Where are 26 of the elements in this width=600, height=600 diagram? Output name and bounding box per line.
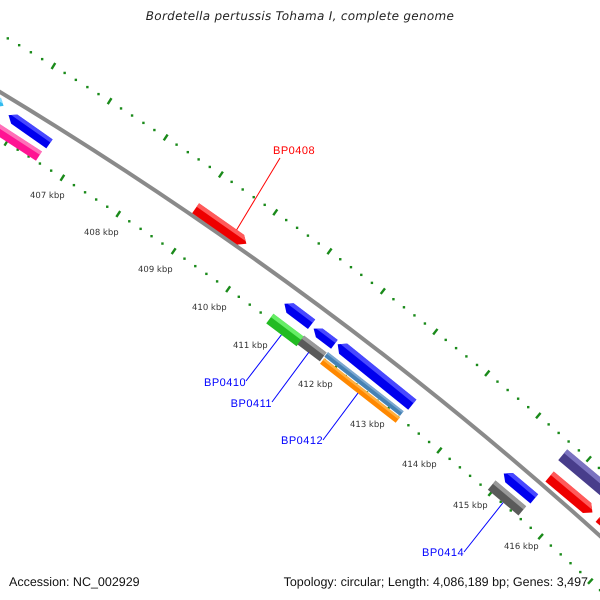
scale-label: 407 kbp xyxy=(30,191,65,202)
footer-text: Accession: NC_002929 xyxy=(9,575,140,590)
scale-label: 414 kbp xyxy=(402,460,437,471)
scale-label: 410 kbp xyxy=(192,303,227,314)
title: Bordetella pertussis Tohama I, complete genome xyxy=(144,9,456,23)
scale-label: 408 kbp xyxy=(84,228,119,239)
gene-feature xyxy=(488,480,526,516)
gene-label: BP0411 xyxy=(230,397,272,411)
leader-line xyxy=(236,158,280,230)
scale-label: 416 kbp xyxy=(504,542,539,553)
scale-label: 413 kbp xyxy=(350,420,385,431)
leader-line xyxy=(322,392,358,440)
leader-line xyxy=(272,352,310,402)
gene-label: BP0408 xyxy=(273,144,315,158)
scale-label: 412 kbp xyxy=(298,380,333,391)
footer-text: Topology: circular; Length: 4,086,189 bp; Genes: 3,497 xyxy=(284,575,588,590)
leader-line xyxy=(246,334,282,382)
scale-label: 409 kbp xyxy=(138,265,173,276)
gene-feature xyxy=(298,335,326,361)
gene-label: BP0410 xyxy=(204,376,246,390)
gene-label: BP0412 xyxy=(281,434,323,448)
leader-line xyxy=(464,502,504,552)
gene-feature xyxy=(266,314,304,346)
gene-label: BP0414 xyxy=(422,546,464,560)
scale-label: 415 kbp xyxy=(453,501,488,512)
scale-label: 411 kbp xyxy=(233,341,268,352)
